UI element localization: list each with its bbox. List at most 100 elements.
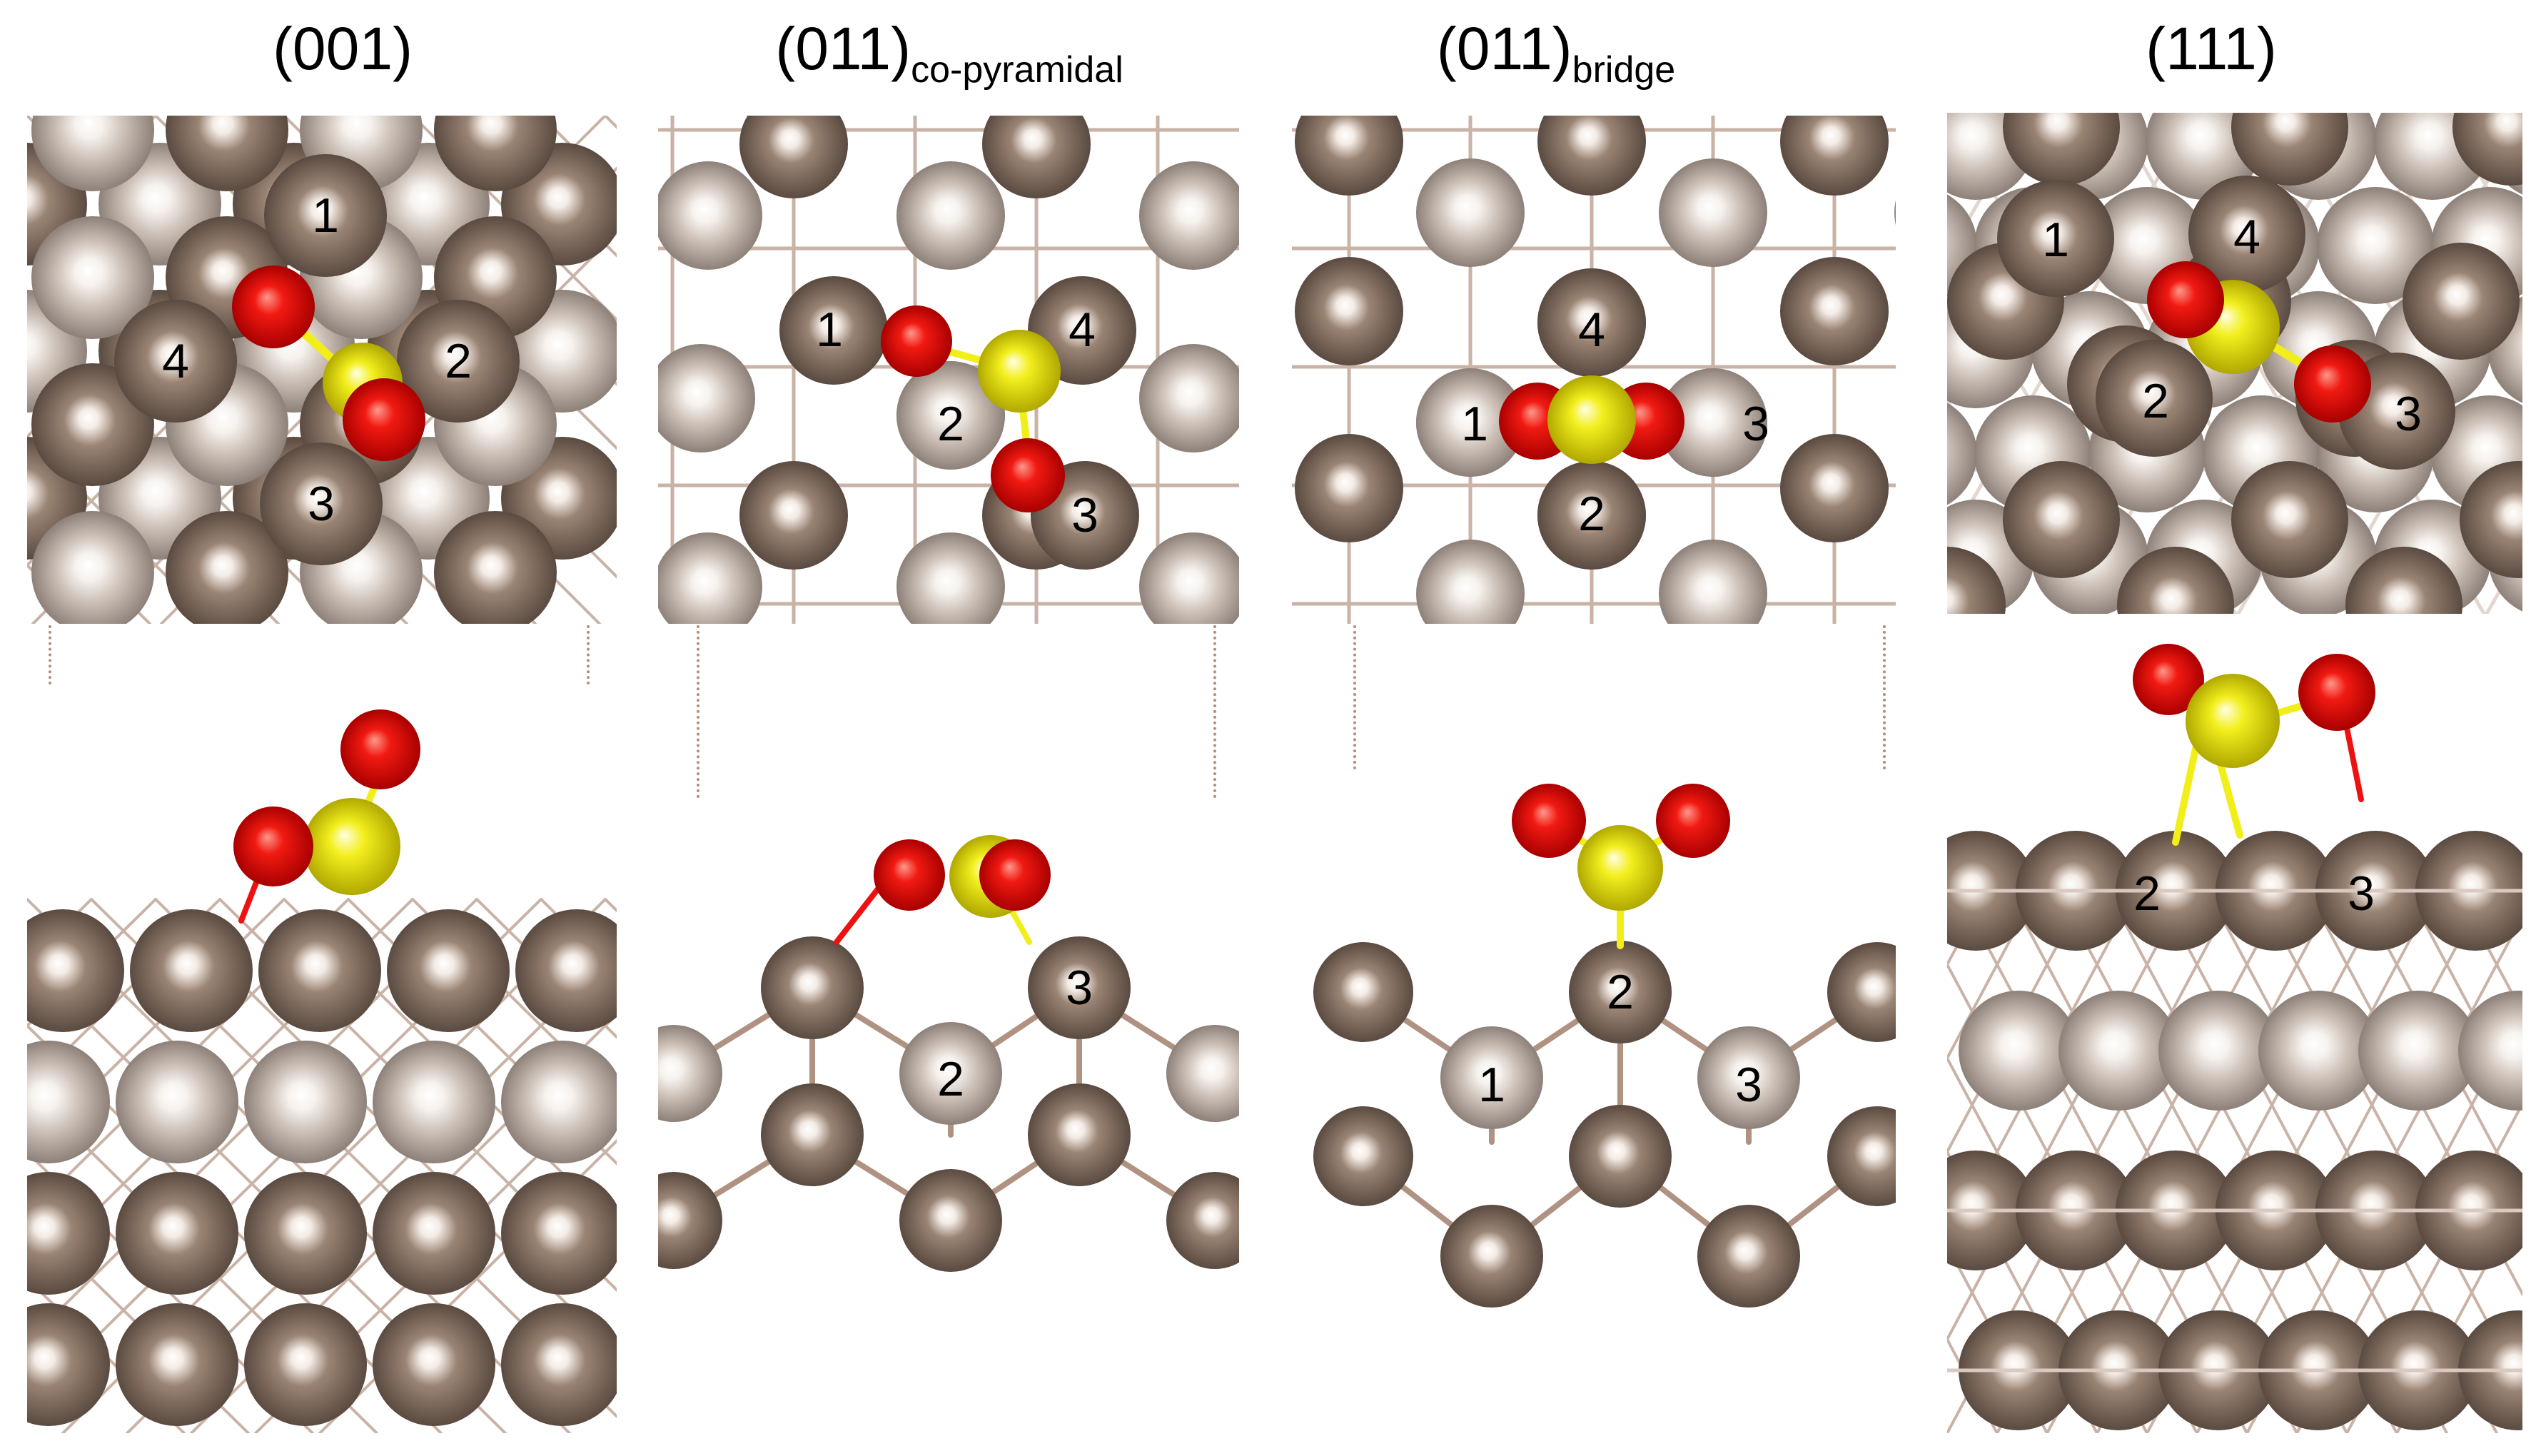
metal-atom-dark (739, 116, 848, 198)
metal-atom-dark (116, 1303, 238, 1426)
oxygen-atom (1512, 784, 1586, 858)
site-label: 2 (1578, 487, 1605, 541)
metal-atom-light (896, 532, 1005, 624)
metal-atom-dark (264, 154, 387, 277)
metal-atom-dark (387, 909, 510, 1032)
oxygen-atom (340, 709, 420, 789)
site-label: 4 (1578, 303, 1605, 357)
site-label: 1 (2042, 213, 2069, 267)
bond-s-metal (2215, 753, 2243, 839)
metal-atom-dark (739, 461, 848, 570)
site-label: 3 (1071, 488, 1098, 542)
metal-atom-light (1416, 540, 1525, 624)
lattice-bond (1947, 869, 2198, 1343)
metal-atom-dark (1537, 461, 1646, 570)
metal-atom-dark (899, 1169, 1002, 1272)
lattice-bond (27, 898, 478, 1344)
metal-atom-light (2317, 187, 2434, 304)
title-111: (111) (2146, 14, 2277, 84)
metal-atom-dark (258, 909, 381, 1032)
metal-atom-dark (434, 116, 557, 191)
metal-atom-dark (244, 1172, 367, 1295)
site-label: 4 (162, 334, 189, 388)
metal-atom-dark (982, 116, 1091, 198)
metal-atom-dark (397, 300, 520, 423)
metal-atom-dark (515, 909, 617, 1032)
metal-atom-light (2058, 991, 2178, 1111)
title-001: (001) (273, 14, 413, 84)
metal-atom-dark (166, 116, 288, 191)
metal-atom-light (658, 532, 762, 624)
metal-atom-light (244, 1041, 367, 1163)
site-label: 2 (937, 397, 964, 451)
metal-atom-light (1894, 200, 1896, 226)
site-label: 2 (1607, 965, 1634, 1019)
metal-atom-dark (2345, 547, 2462, 621)
oxygen-atom (979, 839, 1051, 911)
metal-atom-dark (2231, 461, 2348, 578)
metal-atom-dark (2452, 113, 2522, 186)
metal-atom-light (1659, 540, 1767, 624)
metal-atom-dark (2188, 176, 2305, 293)
metal-atom-light (373, 1041, 495, 1163)
title-011-bridge-main: (011) (1436, 15, 1572, 82)
metal-atom-dark (1537, 268, 1646, 377)
metal-atom-dark (1827, 942, 1896, 1042)
metal-atom-light (658, 344, 755, 453)
sulfur-atom (1577, 825, 1663, 911)
panel-011-bridge-side: 123 (1292, 771, 1896, 1342)
metal-atom-dark (1537, 116, 1646, 196)
metal-atom-light (27, 1041, 110, 1163)
oxygen-atom (2294, 345, 2371, 423)
metal-atom-dark (27, 1303, 110, 1426)
site-label: 1 (816, 303, 843, 357)
lattice-bond (27, 898, 221, 1091)
metal-atom-dark (761, 936, 864, 1039)
metal-atom-dark (1295, 116, 1403, 196)
site-label: 3 (308, 477, 335, 531)
metal-atom-light (1416, 158, 1525, 267)
oxygen-atom (343, 378, 425, 461)
site-label: 4 (2233, 210, 2260, 264)
metal-atom-light (2358, 991, 2478, 1111)
metal-atom-light (31, 116, 154, 191)
metal-atom-dark (2231, 113, 2348, 186)
title-011-bridge-sub: bridge (1572, 49, 1676, 91)
metal-atom-light (2158, 991, 2278, 1111)
metal-atom-dark (1313, 1106, 1413, 1206)
oxygen-atom (1656, 784, 1730, 858)
oxygen-atom (874, 839, 945, 911)
title-011-bridge: (011)bridge (1437, 14, 1675, 91)
lattice-bond (1947, 869, 2098, 1156)
site-label: 2 (2142, 374, 2169, 428)
metal-atom-dark (2117, 547, 2234, 621)
metal-atom-dark (2003, 461, 2120, 578)
bond-o-metal (2344, 725, 2364, 802)
metal-atom-light (1659, 158, 1767, 267)
metal-atom-light (658, 161, 762, 270)
panel-011-bridge-top: 1 2 3 4 (1292, 116, 1896, 624)
metal-atom-dark (1166, 1172, 1239, 1269)
metal-atom-dark (1028, 936, 1131, 1039)
site-label: 3 (1742, 397, 1769, 451)
metal-atom-light (658, 1025, 722, 1122)
sulfur-atom (1547, 375, 1636, 464)
metal-atom-dark (2460, 461, 2522, 578)
metal-atom-dark (501, 1303, 617, 1426)
metal-atom-dark (1780, 257, 1889, 365)
site-label: 3 (1066, 961, 1093, 1015)
oxygen-atom (233, 807, 313, 886)
site-label: 1 (1461, 397, 1488, 451)
metal-atom-light (1166, 1025, 1239, 1122)
lattice-bond (411, 116, 617, 322)
metal-atom-light (31, 216, 154, 339)
metal-atom-dark (1295, 434, 1403, 542)
metal-atom-dark (1569, 1105, 1672, 1208)
metal-atom-dark (2003, 113, 2120, 186)
metal-atom-light (1139, 532, 1239, 624)
site-label: 1 (312, 188, 339, 243)
metal-atom-light (896, 361, 1005, 470)
